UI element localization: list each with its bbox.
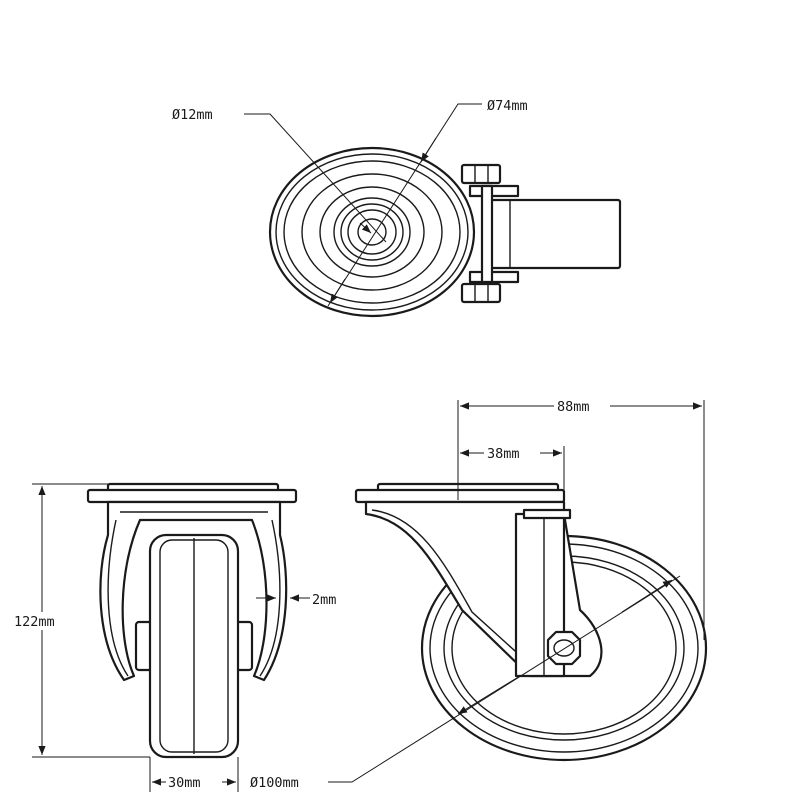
nut-bottom [460, 282, 502, 304]
hub-label: Ø74mm [487, 98, 528, 114]
nut-top [460, 163, 502, 185]
side-view: 88mm 38mm Ø100mm [250, 398, 708, 791]
bolt-leader [244, 113, 387, 243]
bracket-plate-bottom [468, 270, 520, 284]
wheel-label: Ø100mm [250, 775, 299, 791]
front-mount-plate [86, 488, 298, 504]
length-label: 88mm [557, 399, 590, 415]
width-label: 30mm [168, 775, 201, 791]
fork-edge [480, 184, 494, 284]
front-view: 122mm 2mm 30mm [12, 482, 336, 792]
bolt-hole [357, 218, 387, 246]
bracket-plate-top [468, 184, 520, 198]
side-mount-plate [354, 488, 566, 504]
hub-leader [327, 103, 482, 307]
top-view: Ø12mm Ø74mm [172, 98, 622, 318]
kingpin-cap [522, 508, 572, 520]
height-label: 122mm [14, 614, 55, 630]
swivel-arm [486, 198, 622, 270]
wheel-leader [328, 575, 681, 783]
top-outer-rim [268, 146, 476, 318]
gap-label: 2mm [312, 592, 336, 608]
axle-nut [546, 630, 582, 666]
offset-label: 38mm [487, 446, 520, 462]
bolt-hole-label: Ø12mm [172, 107, 213, 123]
